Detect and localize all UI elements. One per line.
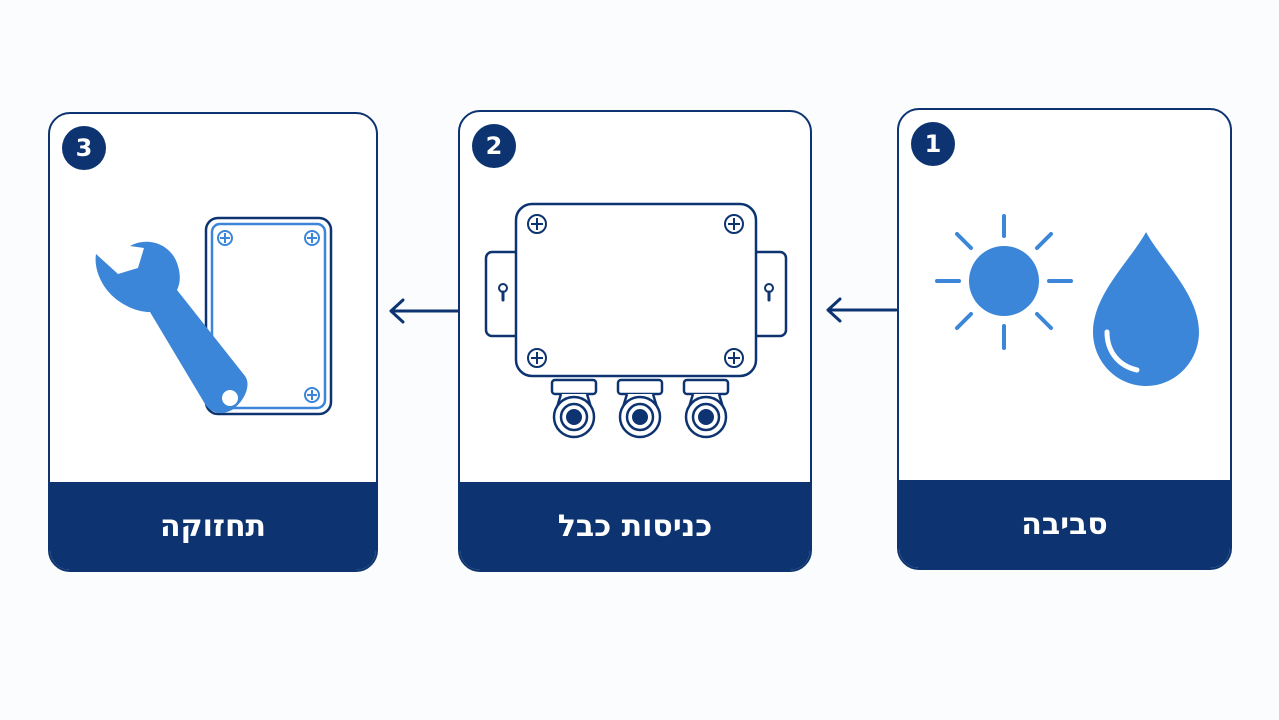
environment-illustration bbox=[935, 214, 1199, 386]
step-card-3: 3 תחזוקה bbox=[48, 112, 378, 572]
step-number-badge: 2 bbox=[472, 124, 516, 168]
arrow-left-icon bbox=[826, 297, 898, 323]
junction-box-icon bbox=[484, 202, 788, 378]
cable-gland-icon bbox=[550, 378, 730, 439]
step-number-badge: 3 bbox=[62, 126, 106, 170]
step-label: סביבה bbox=[899, 480, 1230, 568]
wrench-icon bbox=[95, 241, 248, 413]
step-card-1: 1 סביבה bbox=[897, 108, 1232, 570]
step-label: כניסות כבל bbox=[460, 482, 810, 570]
step-card-2: 2 bbox=[458, 110, 812, 572]
enclosure-lid-icon bbox=[204, 216, 333, 416]
step-number-badge: 1 bbox=[911, 122, 955, 166]
sun-icon bbox=[935, 214, 1073, 350]
arrow-left-icon bbox=[389, 298, 461, 324]
cable-entries-illustration bbox=[484, 202, 788, 439]
step-label: תחזוקה bbox=[50, 482, 376, 570]
water-drop-icon bbox=[1093, 232, 1199, 386]
maintenance-illustration bbox=[95, 216, 333, 416]
